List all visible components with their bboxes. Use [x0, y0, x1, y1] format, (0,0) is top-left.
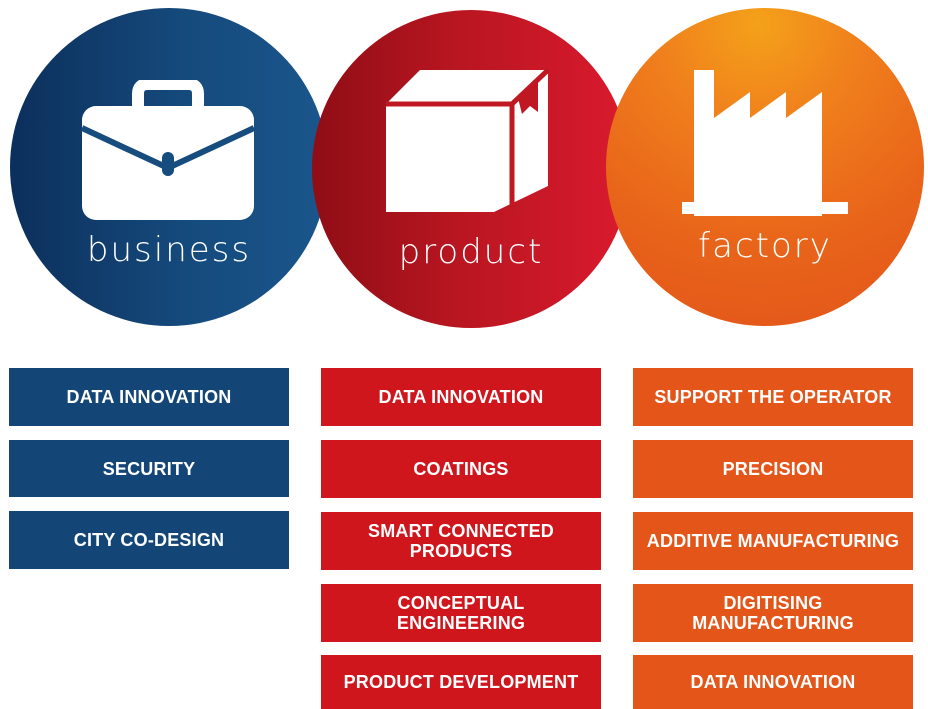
box-icon [386, 68, 550, 212]
product-item: COATINGS [321, 440, 601, 498]
factory-icon [682, 70, 848, 216]
business-item: SECURITY [9, 440, 289, 497]
product-item: SMART CONNECTED PRODUCTS [321, 512, 601, 570]
briefcase-icon [80, 80, 256, 220]
product-label: product [398, 232, 544, 272]
factory-item: SUPPORT THE OPERATOR [633, 368, 913, 426]
factory-circle: factory [606, 8, 924, 326]
product-item: DATA INNOVATION [321, 368, 601, 426]
business-circle: business [10, 8, 328, 326]
product-item: PRODUCT DEVELOPMENT [321, 655, 601, 709]
business-item: DATA INNOVATION [9, 368, 289, 426]
factory-item: ADDITIVE MANUFACTURING [633, 512, 913, 570]
factory-item: PRECISION [633, 440, 913, 498]
factory-label: factory [698, 226, 832, 266]
factory-item: DATA INNOVATION [633, 655, 913, 709]
factory-item: DIGITISING MANUFACTURING [633, 584, 913, 642]
business-item: CITY CO-DESIGN [9, 511, 289, 569]
product-item: CONCEPTUAL ENGINEERING [321, 584, 601, 642]
business-label: business [86, 230, 252, 270]
product-circle: product [312, 10, 630, 328]
